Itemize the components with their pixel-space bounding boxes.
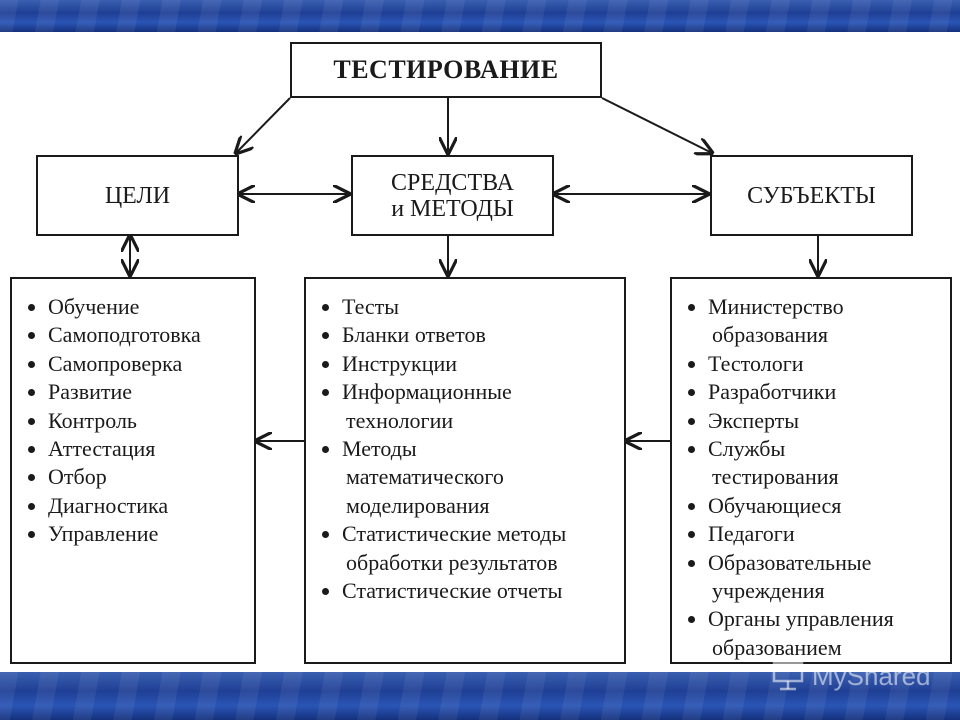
top-decor-band xyxy=(0,0,960,32)
list-item-text: Образовательные xyxy=(708,549,872,575)
list-item: Органы управления образованием xyxy=(688,605,950,662)
diagram-title: ТЕСТИРОВАНИЕ xyxy=(333,55,559,84)
list-item: Отбор xyxy=(28,463,254,491)
list-item-text: Инструкции xyxy=(342,350,458,376)
list-item: Бланки ответов xyxy=(322,321,624,349)
list-item: Министерство образования xyxy=(688,293,950,350)
list-item: Самопроверка xyxy=(28,350,254,378)
list-item-text: Министерство xyxy=(708,294,844,319)
means-label-line2: и МЕТОДЫ xyxy=(391,195,514,222)
list-item-text: Аттестация xyxy=(48,436,156,462)
list-item: Методы математического моделирования xyxy=(322,435,624,520)
subjects-label: СУБЪЕКТЫ xyxy=(747,182,876,209)
list-item-text: Самопроверка xyxy=(48,350,183,376)
list-item: Диагностика xyxy=(28,492,254,520)
list-item-text-cont: математического xyxy=(346,464,504,490)
means-list: Тесты Бланки ответов Инструкции Информац… xyxy=(306,279,624,605)
list-item-text-cont: тестирования xyxy=(712,464,839,490)
list-item-text: Самоподготовка xyxy=(48,322,201,348)
list-item: Развитие xyxy=(28,378,254,406)
list-item-text: Тесты xyxy=(342,294,400,319)
list-item: Обучающиеся xyxy=(688,492,950,520)
list-item: Образовательные учреждения xyxy=(688,549,950,606)
arrow-title-to-goals xyxy=(236,97,291,153)
watermark: MyShared xyxy=(770,656,931,696)
list-item-text: Статистические методы xyxy=(342,521,567,547)
goals-list-box: Обучение Самоподготовка Самопроверка Раз… xyxy=(10,277,256,664)
list-item-text: Педагоги xyxy=(708,521,795,547)
list-item: Статистические методы обработки результа… xyxy=(322,520,624,577)
list-item: Разработчики xyxy=(688,378,950,406)
list-item-text: Разработчики xyxy=(708,379,837,405)
subjects-box: СУБЪЕКТЫ xyxy=(710,155,913,236)
list-item-text-cont: обработки результатов xyxy=(346,549,558,575)
means-box: СРЕДСТВА и МЕТОДЫ xyxy=(351,155,554,236)
list-item-text-cont: технологии xyxy=(346,407,454,433)
list-item: Статистические отчеты xyxy=(322,577,624,605)
list-item-text: Эксперты xyxy=(708,407,800,433)
list-item-text: Тестологи xyxy=(708,350,804,376)
list-item-text: Бланки ответов xyxy=(342,322,486,348)
list-item-text: Диагностика xyxy=(48,492,169,518)
goals-list: Обучение Самоподготовка Самопроверка Раз… xyxy=(12,279,254,549)
list-item: Тесты xyxy=(322,293,624,321)
means-label-line1: СРЕДСТВА xyxy=(391,169,514,196)
goals-box: ЦЕЛИ xyxy=(36,155,239,236)
list-item-text: Развитие xyxy=(48,379,133,405)
list-item: Тестологи xyxy=(688,350,950,378)
list-item: Инструкции xyxy=(322,350,624,378)
list-item-text-cont: образованием xyxy=(712,634,842,660)
list-item-text-cont: образования xyxy=(712,322,829,348)
list-item: Педагоги xyxy=(688,520,950,548)
list-item: Эксперты xyxy=(688,407,950,435)
list-item-text: Органы управления xyxy=(708,606,894,632)
list-item-text: Отбор xyxy=(48,464,107,490)
list-item: Контроль xyxy=(28,407,254,435)
list-item: Самоподготовка xyxy=(28,321,254,349)
list-item-text: Обучающиеся xyxy=(708,492,842,518)
list-item-text: Управление xyxy=(48,521,159,547)
list-item-text-cont: моделирования xyxy=(346,492,490,518)
list-item-text: Статистические отчеты xyxy=(342,578,563,604)
list-item-text: Обучение xyxy=(48,294,140,319)
list-item: Обучение xyxy=(28,293,254,321)
means-list-box: Тесты Бланки ответов Инструкции Информац… xyxy=(304,277,626,664)
list-item-text: Методы xyxy=(342,436,417,462)
list-item-text: Контроль xyxy=(48,407,137,433)
goals-label: ЦЕЛИ xyxy=(104,182,171,209)
list-item: Аттестация xyxy=(28,435,254,463)
watermark-text: MyShared xyxy=(812,660,931,691)
arrow-title-to-subjects xyxy=(601,97,712,153)
subjects-list-box: Министерство образования Тестологи Разра… xyxy=(670,277,952,664)
subjects-list: Министерство образования Тестологи Разра… xyxy=(672,279,950,662)
list-item: Службы тестирования xyxy=(688,435,950,492)
list-item-text-cont: учреждения xyxy=(712,578,825,604)
presentation-board-icon xyxy=(772,661,804,691)
list-item: Информационные технологии xyxy=(322,378,624,435)
list-item-text: Информационные xyxy=(342,379,512,405)
list-item-text: Службы xyxy=(708,436,786,462)
list-item: Управление xyxy=(28,520,254,548)
title-box: ТЕСТИРОВАНИЕ xyxy=(290,42,602,98)
